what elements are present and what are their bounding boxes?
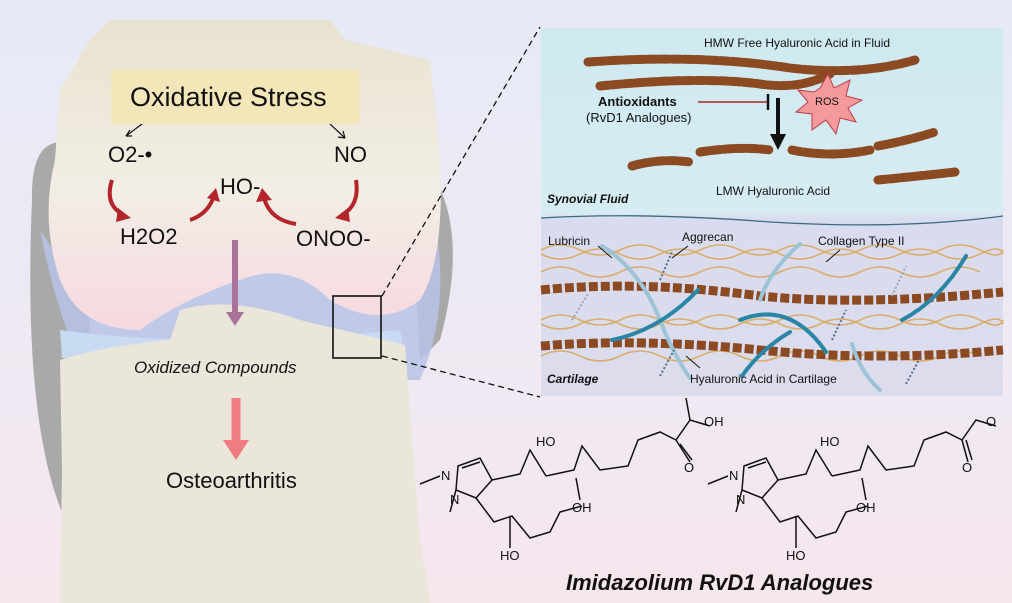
hydroxyl-radical-label: HO- xyxy=(220,174,261,199)
ros-label: ROS xyxy=(815,96,839,108)
m1-hydroxyl-chain: HO xyxy=(500,548,520,563)
synovial-fluid-label: Synovial Fluid xyxy=(547,192,629,206)
hmw-ha-label: HMW Free Hyaluronic Acid in Fluid xyxy=(704,36,891,50)
peroxynitrite-label: ONOO- xyxy=(296,226,371,251)
molecule-1-structure xyxy=(419,397,711,548)
lubricin-fibers xyxy=(600,242,968,392)
m2-ester-o2: O xyxy=(962,460,973,475)
m2-hydroxyl-chain: HO xyxy=(786,548,806,563)
molecules-caption: Imidazolium RvD1 Analogues xyxy=(566,570,874,595)
m2-nitrogen-1: N xyxy=(729,468,739,483)
lubricin-label: Lubricin xyxy=(548,234,591,248)
m1-hydroxyl-top: HO xyxy=(536,434,556,449)
m1-acid-o: O xyxy=(684,460,695,475)
osteoarthritis-label: Osteoarthritis xyxy=(166,468,297,493)
m1-acid-oh: OH xyxy=(704,414,724,429)
oxidative-stress-label: Oxidative Stress xyxy=(130,82,327,112)
m1-hydroxyl-bottom: OH xyxy=(572,500,592,515)
zoom-indicator xyxy=(332,26,541,398)
hydrogen-peroxide-label: H2O2 xyxy=(120,224,178,249)
tibia-bone xyxy=(60,304,430,603)
lmw-ha-label: LMW Hyaluronic Acid xyxy=(716,184,831,198)
ha-cartilage-label: Hyaluronic Acid in Cartilage xyxy=(690,372,837,386)
inset-pointer-lines xyxy=(597,245,841,369)
oxidative-stress-box xyxy=(111,70,359,124)
aggrecan-bristles xyxy=(571,251,921,385)
m2-ester-o: O xyxy=(986,414,997,429)
molecule-2-structure xyxy=(707,419,997,548)
antioxidants-sublabel: (RvD1 Analogues) xyxy=(586,110,692,125)
antioxidants-label: Antioxidants xyxy=(598,94,677,109)
oxidized-compounds-label: Oxidized Compounds xyxy=(134,358,297,377)
stress-pointer-lines xyxy=(125,123,346,139)
aggrecan-label: Aggrecan xyxy=(682,230,734,244)
ros-starburst xyxy=(794,72,864,136)
m2-hydroxyl-bottom: OH xyxy=(856,500,876,515)
cartilage-label: Cartilage xyxy=(547,372,599,386)
m1-nitrogen-1: N xyxy=(441,468,451,483)
superoxide-label: O2-• xyxy=(108,142,153,167)
reaction-arrow-heads xyxy=(116,188,350,222)
m2-hydroxyl-top: HO xyxy=(820,434,840,449)
nitric-oxide-label: NO xyxy=(334,142,367,167)
m1-nitrogen-2: N xyxy=(450,492,460,507)
fluid-cartilage-boundary xyxy=(540,215,1004,226)
collagen-label: Collagen Type II xyxy=(818,234,905,248)
m2-nitrogen-2: N xyxy=(736,492,746,507)
ha-chains-fluid xyxy=(583,54,960,185)
